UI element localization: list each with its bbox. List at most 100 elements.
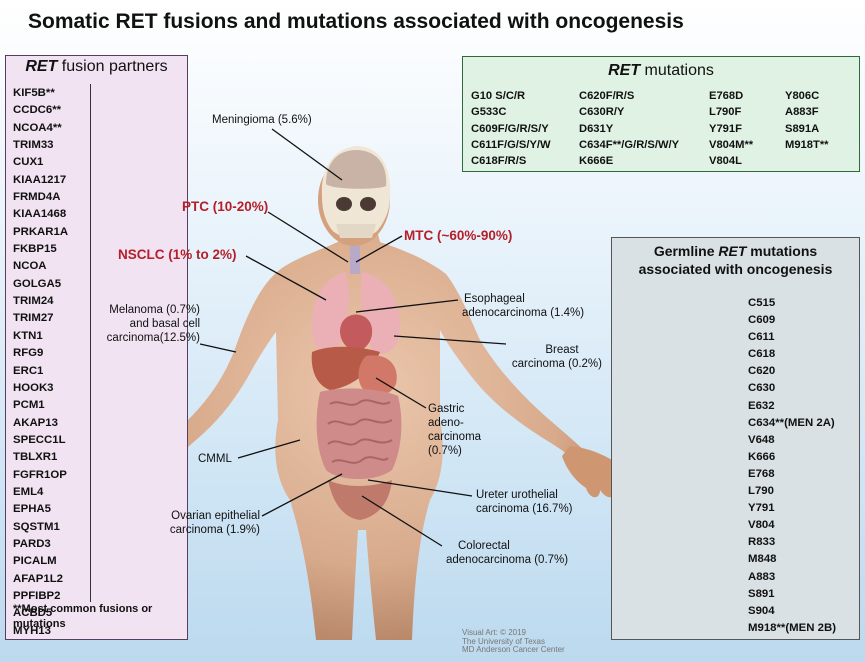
leader-breast	[393, 335, 507, 345]
mutation-item: A883F	[785, 106, 819, 119]
page-title: Somatic RET fusions and mutations associ…	[28, 10, 684, 33]
label-breast: Breast carcinoma (0.2%)	[511, 344, 602, 370]
germline-mutation-item: C630	[748, 382, 776, 395]
label-mtc: MTC (~60%-90%)	[404, 228, 513, 243]
fusion-partners-box: RET fusion partners KIF5B**CCDC6**NCOA4*…	[5, 55, 188, 640]
germline-title-line2: associated with oncogenesis	[638, 261, 833, 277]
heart	[340, 314, 373, 351]
fusion-partner-item: TRIM33	[13, 139, 54, 152]
fusion-partner-item: TBLXR1	[13, 451, 58, 464]
mutation-item: C630R/Y	[579, 106, 625, 119]
mutation-item: M918T**	[785, 138, 829, 151]
germline-mutation-item: R833	[748, 536, 776, 549]
fusion-partner-item: KIF5B**	[13, 87, 55, 99]
fusion-partner-item: PICALM	[13, 555, 57, 568]
mutation-item: E768D	[709, 90, 744, 102]
mutation-column-4: Y806C A883F S891A M918T**	[785, 88, 829, 153]
fusion-partner-item: EML4	[13, 485, 44, 498]
label-ureter: Ureter urothelial carcinoma (16.7%)	[476, 489, 573, 515]
leader-ureter	[367, 479, 473, 497]
mutation-item: Y791F	[709, 122, 742, 135]
germline-mutation-item: Y791	[748, 502, 775, 515]
germline-mutation-item: V648	[748, 433, 775, 446]
fusion-partner-item: NCOA4**	[13, 121, 62, 134]
fusion-partner-item: PCM1	[13, 399, 45, 412]
germline-mutation-item: C515	[748, 297, 776, 309]
liver	[311, 346, 380, 390]
fusion-partner-item: AFAP1L2	[13, 572, 64, 585]
fusion-partner-item: RFG9	[13, 347, 44, 360]
fusion-partner-item: FRMD4A	[13, 191, 61, 204]
fusion-divider	[90, 84, 91, 602]
mutation-item: C611F/G/S/Y/W	[471, 138, 551, 151]
fusion-partner-item: CUX1	[13, 156, 44, 169]
fusion-partner-item: FKBP15	[13, 243, 57, 256]
label-ovarian: Ovarian epithelial carcinoma (1.9%)	[169, 510, 260, 536]
fusion-partner-item: CCDC6**	[13, 104, 62, 117]
label-melanoma: Melanoma (0.7%) and basal cell carcinoma…	[106, 304, 200, 344]
label-ptc: PTC (10-20%)	[182, 199, 269, 214]
fusion-footnote: **Most common fusions or mutations	[13, 603, 153, 630]
germline-mutation-item: L790	[748, 485, 774, 498]
germline-mutation-item: A883	[748, 570, 776, 583]
germline-mutation-item: S904	[748, 604, 775, 617]
fusion-partner-item: KIAA1468	[13, 208, 67, 221]
germline-mutation-item: M918**(MEN 2B)	[748, 621, 836, 634]
germline-title-line1: Germline RET mutations	[653, 243, 818, 259]
fusion-partner-item: PARD3	[13, 537, 51, 550]
mutations-title-gene: RET	[608, 62, 641, 79]
leader-gastric	[375, 377, 427, 409]
fusion-partner-item: AKAP13	[13, 416, 58, 429]
jaw	[336, 224, 376, 238]
label-colorectal: Colorectal adenocarcinoma (0.7%)	[446, 540, 569, 566]
fusion-partner-item: SQSTM1	[13, 520, 60, 533]
fusion-partner-item: SPECC1L	[13, 433, 66, 446]
mutation-item: V804L	[709, 155, 742, 168]
germline-mutation-item: C620	[748, 365, 776, 378]
fusion-partner-item: ERC1	[13, 364, 44, 377]
leader-nsclc	[245, 255, 327, 301]
intestines	[316, 388, 402, 479]
germline-mutations-box: Germline RET mutations associated with o…	[611, 237, 860, 640]
leader-meningioma	[271, 128, 343, 181]
leader-colorectal	[361, 495, 443, 547]
label-esophageal: Esophageal adenocarcinoma (1.4%)	[462, 293, 585, 319]
mutation-item: L790F	[709, 106, 742, 119]
germline-mutation-item: C609	[748, 314, 776, 327]
leader-ovarian	[261, 473, 343, 517]
mutations-title-rest: mutations	[640, 62, 714, 79]
eye-socket-right	[360, 197, 376, 211]
credit-text: Visual Art: © 2019 The University of Tex…	[462, 628, 565, 654]
fusion-partner-item: TRIM27	[13, 312, 54, 325]
ret-mutations-title: RET mutations	[463, 62, 859, 80]
fusion-partner-item: PPFIBP2	[13, 589, 61, 602]
label-nsclc: NSCLC (1% to 2%)	[118, 247, 237, 262]
eye-socket-left	[336, 197, 352, 211]
mutation-item: S891A	[785, 122, 820, 135]
label-meningioma: Meningioma (5.6%)	[212, 114, 312, 126]
mutation-item: D631Y	[579, 122, 614, 135]
fusion-partner-item: NCOA	[13, 260, 47, 273]
germline-mutation-item: E632	[748, 399, 775, 412]
mutation-item: C620F/R/S	[579, 90, 635, 102]
label-gastric: Gastric adeno- carcinoma (0.7%)	[428, 403, 482, 457]
mutation-item: G10 S/C/R	[471, 90, 526, 102]
germline-mutation-item: V804	[748, 519, 775, 532]
fusion-partner-item: FGFR1OP	[13, 468, 67, 481]
germline-mutation-item: C611	[748, 331, 775, 344]
germline-mutation-item: S891	[748, 587, 775, 600]
intestine-folds	[327, 399, 393, 464]
mutation-item: G533C	[471, 106, 507, 119]
mutation-item: Y806C	[785, 90, 820, 102]
fusion-partner-item: PRKAR1A	[13, 225, 69, 238]
germline-mutation-item: K666	[748, 450, 776, 463]
fusion-partner-item: ACBD5	[13, 607, 53, 620]
trachea	[350, 246, 360, 274]
leader-esophageal	[355, 299, 459, 313]
fusion-partner-item: HOOK3	[13, 381, 54, 394]
leader-cmml	[237, 439, 301, 459]
